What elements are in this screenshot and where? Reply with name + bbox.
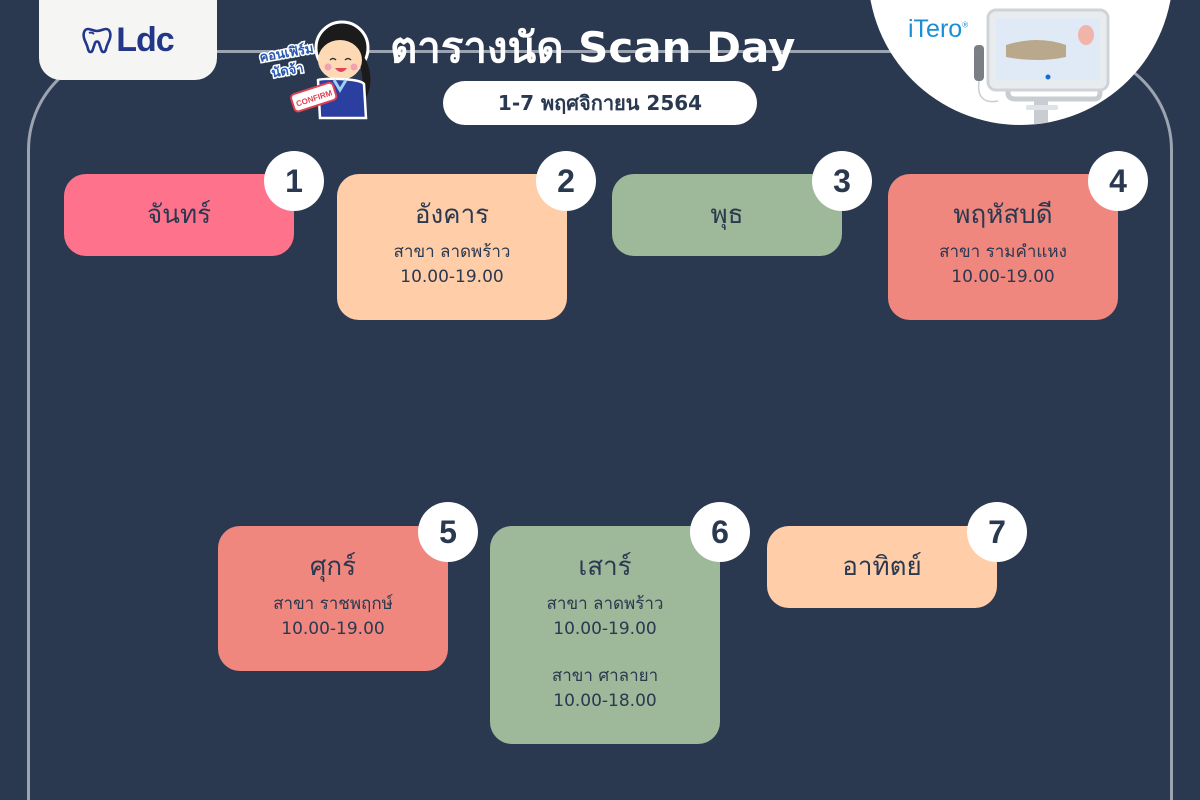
day-number-badge-6: 6 bbox=[690, 502, 750, 562]
branch-name: สาขา ราชพฤกษ์ bbox=[273, 594, 393, 614]
branch-name: สาขา ลาดพร้าว bbox=[393, 242, 511, 262]
logo-text: Ldc bbox=[116, 21, 174, 59]
scanner-device-image bbox=[974, 8, 1110, 125]
branch-name: สาขา ศาลายา bbox=[551, 666, 659, 686]
decorative-frame-line bbox=[27, 50, 1173, 800]
day-card-thursday: พฤหัสบดี สาขา รามคำแหง 10.00-19.00 bbox=[888, 174, 1118, 320]
branch-hours: 10.00-19.00 bbox=[951, 267, 1055, 287]
day-name: เสาร์ bbox=[578, 552, 632, 582]
day-card-wednesday: พุธ bbox=[612, 174, 842, 256]
branch-hours: 10.00-19.00 bbox=[281, 619, 385, 639]
day-name: ศุกร์ bbox=[309, 552, 357, 582]
day-name: พุธ bbox=[710, 200, 744, 230]
day-card-monday: จันทร์ bbox=[64, 174, 294, 256]
day-card-tuesday: อังคาร สาขา ลาดพร้าว 10.00-19.00 bbox=[337, 174, 567, 320]
page-title: ตารางนัด Scan Day bbox=[390, 23, 796, 72]
day-card-friday: ศุกร์ สาขา ราชพฤกษ์ 10.00-19.00 bbox=[218, 526, 448, 671]
date-range-pill: 1-7 พฤศจิกายน 2564 bbox=[443, 81, 757, 125]
day-card-sunday: อาทิตย์ bbox=[767, 526, 997, 608]
day-name: อาทิตย์ bbox=[842, 552, 922, 582]
date-range-text: 1-7 พฤศจิกายน 2564 bbox=[497, 91, 703, 115]
confirm-stamp: CONFIRM bbox=[290, 81, 338, 113]
day-name: จันทร์ bbox=[146, 200, 212, 230]
day-name: อังคาร bbox=[414, 200, 490, 230]
itero-logo: iTero® bbox=[908, 15, 969, 43]
day-number-badge-1: 1 bbox=[264, 151, 324, 211]
branch-hours: 10.00-19.00 bbox=[400, 267, 504, 287]
day-number-badge-2: 2 bbox=[536, 151, 596, 211]
day-number-badge-5: 5 bbox=[418, 502, 478, 562]
branch-name: สาขา รามคำแหง bbox=[939, 242, 1067, 262]
branch-hours: 10.00-18.00 bbox=[553, 691, 657, 711]
svg-text:นัดจ้า: นัดจ้า bbox=[270, 60, 305, 81]
branch-name: สาขา ลาดพร้าว bbox=[546, 594, 664, 614]
mascot-sticker: คอนเฟิร์ม นัดจ้า CONFIRM bbox=[257, 20, 371, 120]
day-number-badge-7: 7 bbox=[967, 502, 1027, 562]
mascot-caption: คอนเฟิร์ม นัดจ้า bbox=[257, 39, 317, 83]
day-card-saturday: เสาร์ สาขา ลาดพร้าว 10.00-19.00 สาขา ศาล… bbox=[490, 526, 720, 744]
day-number-badge-3: 3 bbox=[812, 151, 872, 211]
ldc-logo: Ldc bbox=[39, 0, 217, 80]
svg-text:คอนเฟิร์ม: คอนเฟิร์ม bbox=[258, 41, 315, 66]
day-name: พฤหัสบดี bbox=[953, 200, 1053, 230]
branch-hours: 10.00-19.00 bbox=[553, 619, 657, 639]
day-number-badge-4: 4 bbox=[1088, 151, 1148, 211]
tooth-icon bbox=[82, 27, 112, 54]
